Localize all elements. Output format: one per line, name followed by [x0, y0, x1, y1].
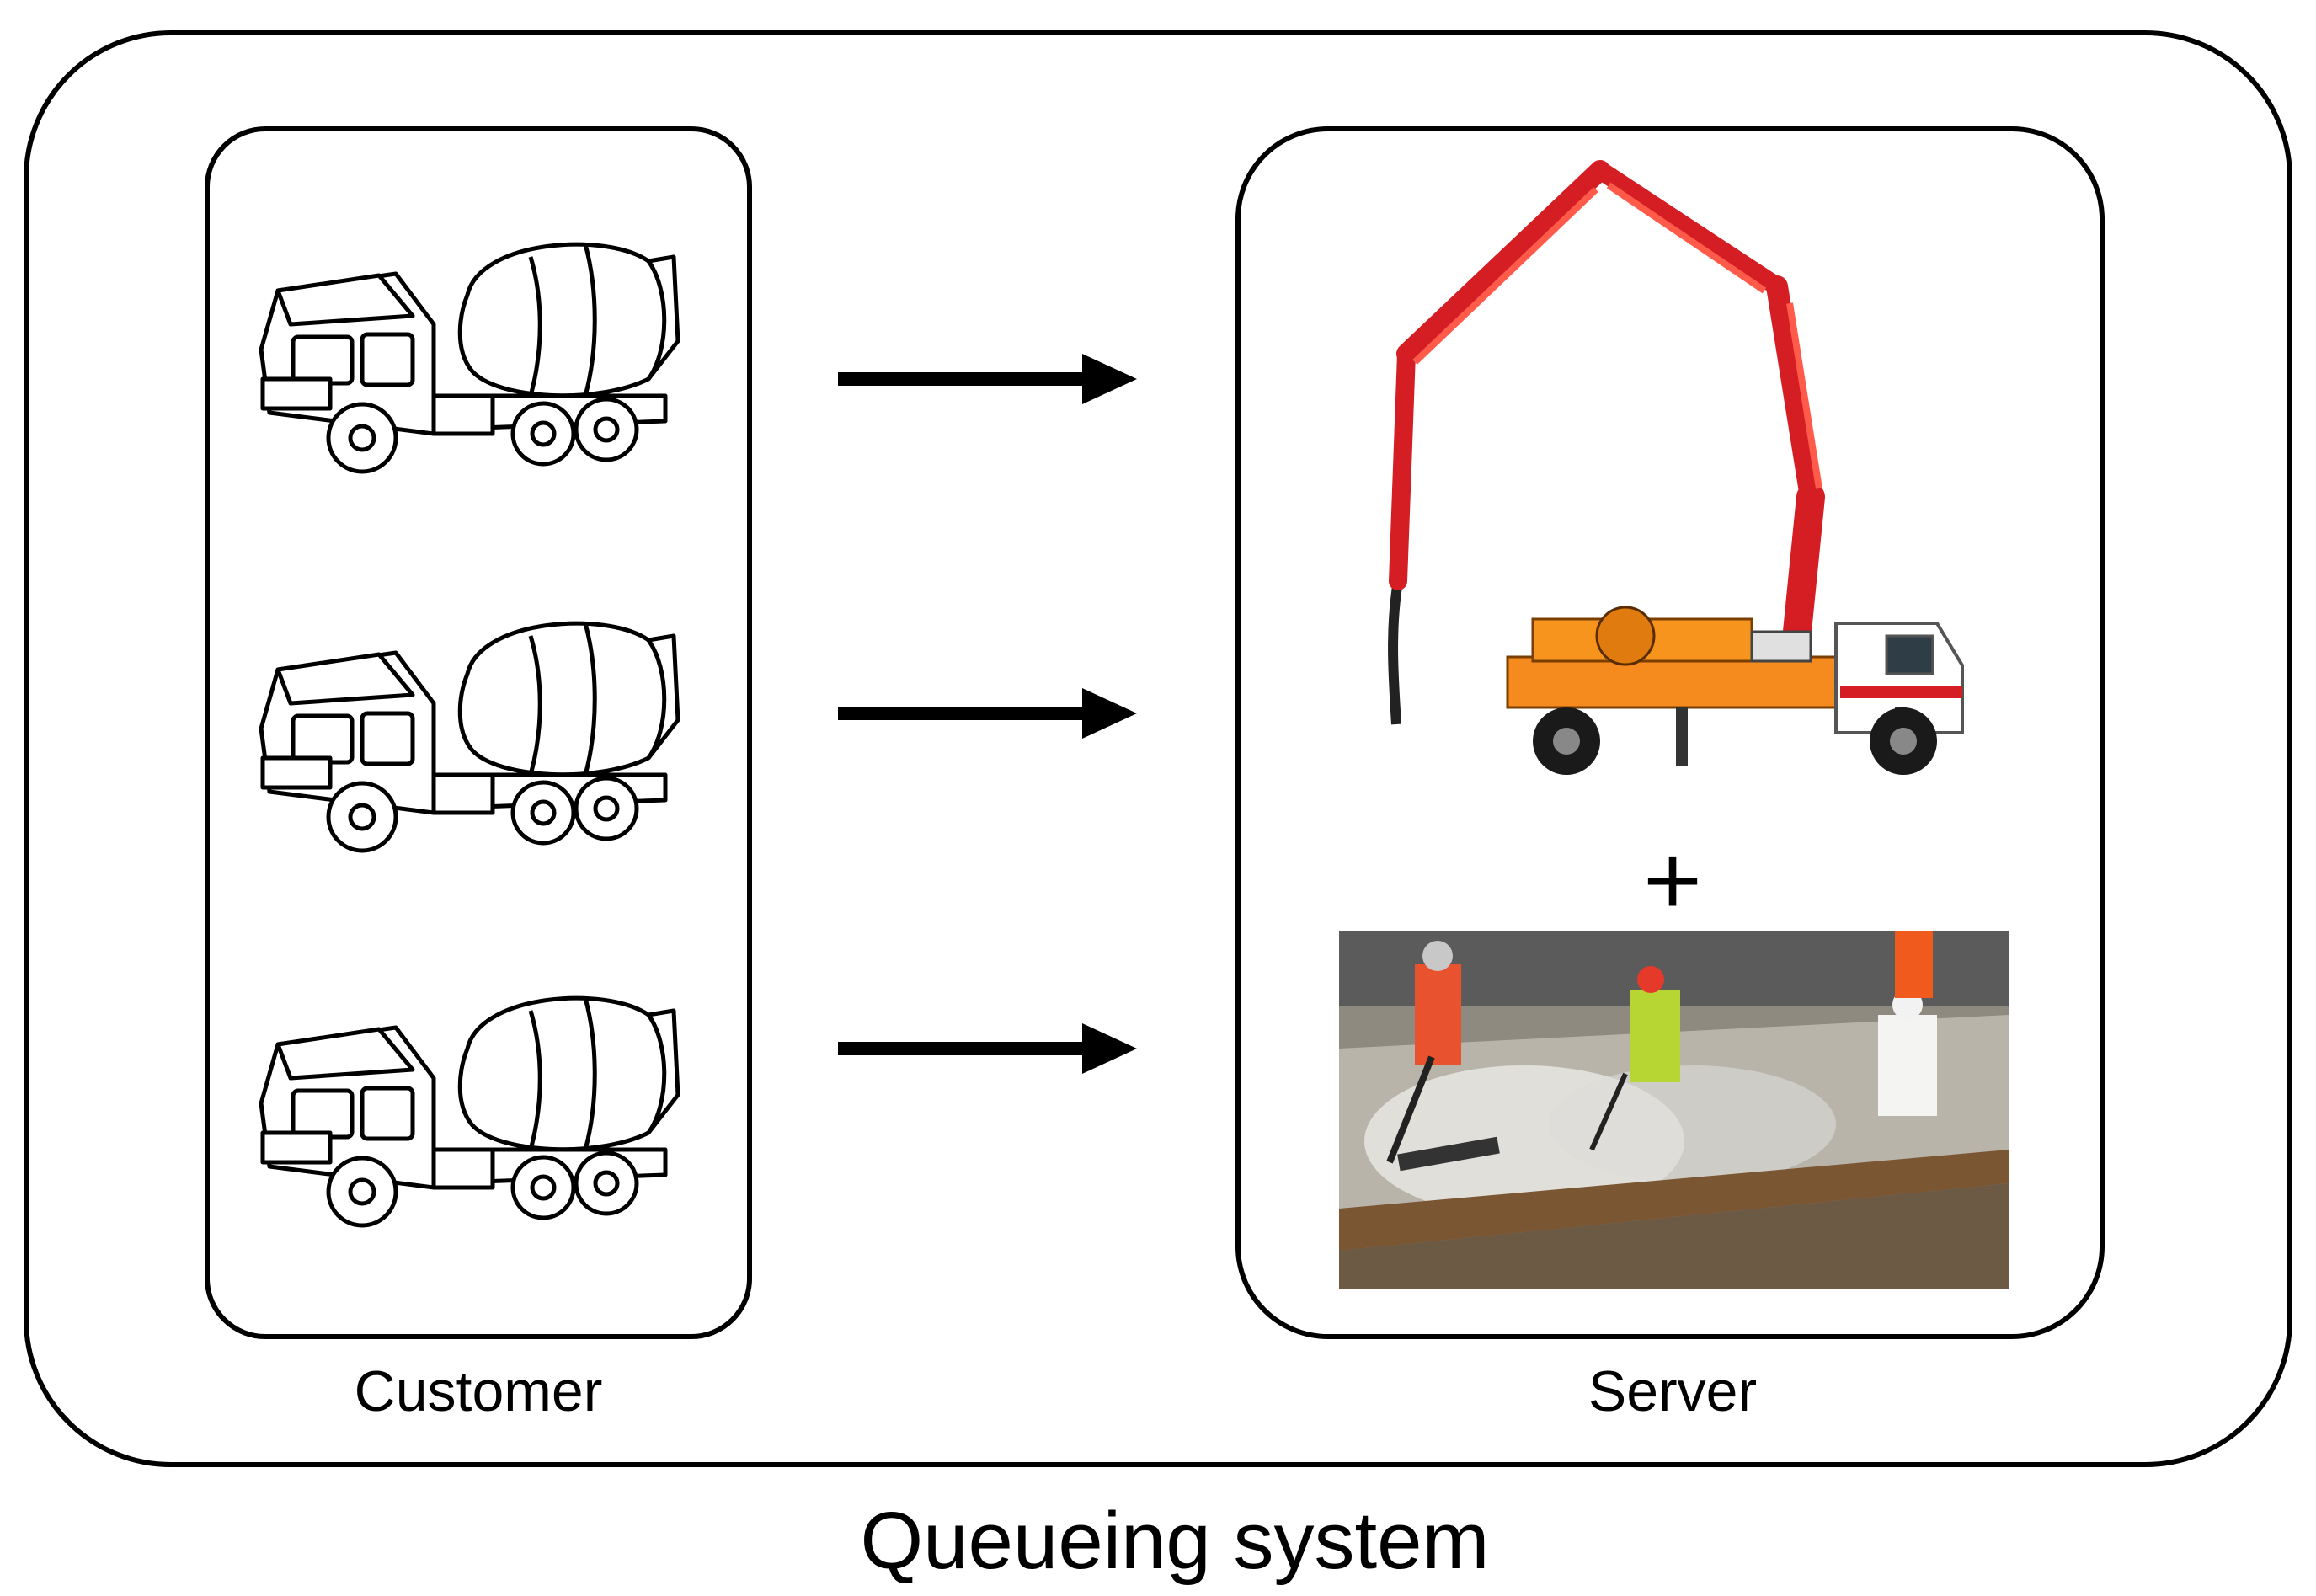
- mixer-truck-icon: [259, 242, 680, 474]
- server-label: Server: [1588, 1359, 1758, 1423]
- arrow-right-icon: [838, 1023, 1137, 1074]
- queueing-system-label: Queueing system: [860, 1496, 1490, 1586]
- mixer-truck-icon: [259, 621, 680, 853]
- server-box: [1235, 126, 2105, 1339]
- mixer-truck-icon: [259, 995, 680, 1228]
- customer-label: Customer: [354, 1359, 603, 1423]
- customer-box: [205, 126, 752, 1339]
- concrete-pump-truck-icon: [1388, 160, 1964, 775]
- concrete-crew-photo: [1339, 931, 2009, 1289]
- plus-sign: +: [1642, 824, 1703, 937]
- arrow-right-icon: [838, 354, 1137, 404]
- queueing-system-frame: [24, 30, 2292, 1467]
- arrow-right-icon: [838, 688, 1137, 739]
